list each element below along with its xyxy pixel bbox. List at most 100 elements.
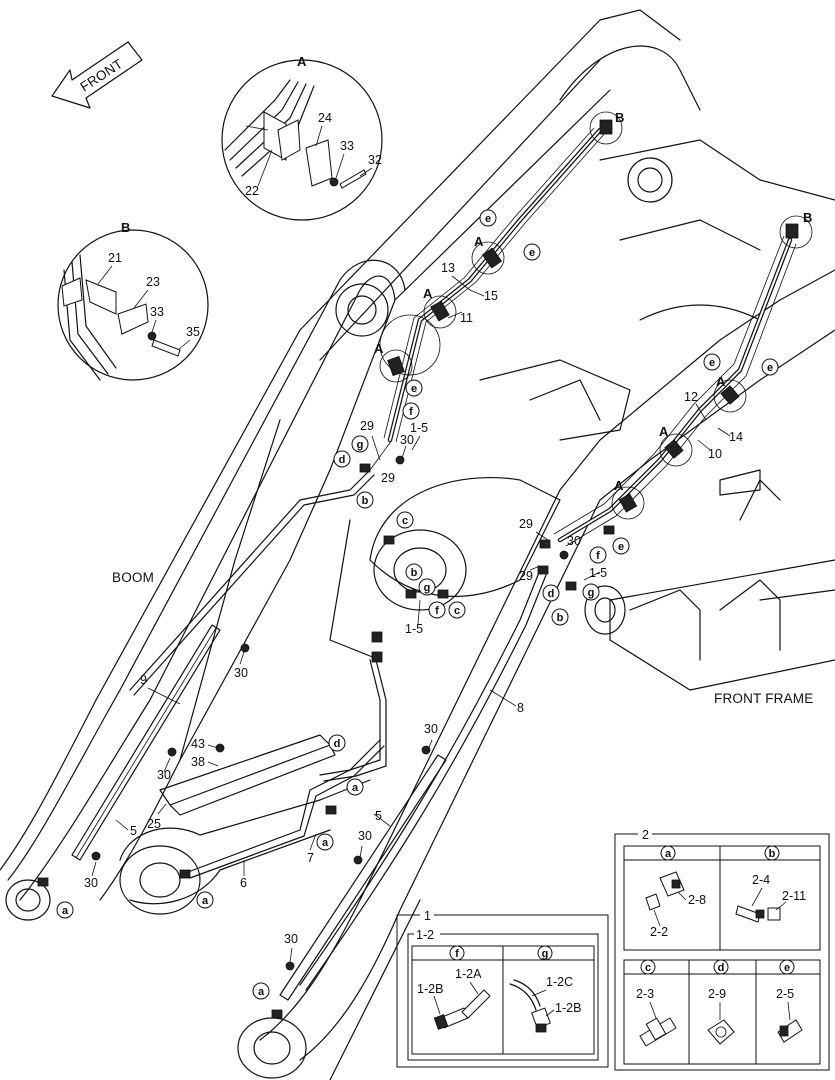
callout-8: 8 — [517, 701, 524, 715]
hose-bundle-frame — [553, 235, 797, 547]
callout-10: 10 — [708, 447, 722, 461]
callout-letter-b: b — [557, 612, 564, 624]
callout-29: 29 — [360, 419, 374, 433]
detail-a-part-32: 32 — [368, 153, 382, 167]
callout-letter-g: g — [357, 439, 364, 451]
callout-30: 30 — [424, 722, 438, 736]
callout-letter-c: c — [454, 605, 460, 617]
callout-13: 13 — [441, 261, 455, 275]
callout-9: 9 — [140, 673, 147, 687]
callout-11: 11 — [460, 311, 473, 325]
inset-2-cell-b-letter: b — [769, 848, 776, 860]
inset-2-cell-a-letter: a — [665, 848, 672, 860]
callout-30: 30 — [400, 433, 414, 447]
detail-b-part-33: 33 — [150, 305, 164, 319]
section-references: A A A A A A B B — [374, 110, 812, 493]
callout-30: 30 — [234, 666, 248, 680]
inset-1: 1 1-2 f g 1-2B 1-2A 1-2C 1-2B — [396, 909, 609, 1068]
boom-arm — [0, 9, 701, 921]
letter-callouts: e e e e e e f f f g g g d d d b b b c c … — [56, 209, 779, 1000]
ref-a: A — [423, 286, 433, 301]
callout-letter-a: a — [202, 895, 209, 907]
pipe-8 — [299, 569, 547, 991]
callout-letter-a: a — [322, 837, 329, 849]
pipe-5-right — [279, 754, 447, 1001]
ref-a: A — [659, 424, 669, 439]
callout-7: 7 — [307, 851, 314, 865]
inset-1-f-label-1-2a: 1-2A — [455, 967, 482, 981]
front-direction-arrow: FRONT — [51, 41, 143, 109]
detail-a-part-22: 22 — [245, 184, 259, 198]
inset-2-cell-d-letter: d — [718, 962, 725, 974]
detail-b-part-35: 35 — [186, 325, 200, 339]
ref-a: A — [474, 234, 484, 249]
hose-clamps — [387, 119, 799, 513]
detail-b-part-23: 23 — [146, 275, 160, 289]
callout-letter-e: e — [767, 362, 773, 374]
inset-1-g-label-1-2c: 1-2C — [546, 975, 573, 989]
callout-14: 14 — [729, 430, 743, 444]
detail-a-part-33: 33 — [340, 139, 354, 153]
ref-a: A — [614, 478, 624, 493]
lower-crossmember — [119, 734, 371, 915]
callout-12: 12 — [684, 390, 698, 404]
inset-2-a-label-2-8: 2-8 — [688, 893, 706, 907]
callout-5: 5 — [375, 809, 382, 823]
callout-letter-f: f — [435, 605, 439, 617]
inset-1-title: 1 — [424, 909, 431, 923]
front-frame — [584, 469, 835, 691]
callout-letter-a: a — [352, 782, 359, 794]
inset-2-d-label-2-9: 2-9 — [708, 987, 726, 1001]
callout-numbers: 13 15 11 29 30 1-5 29 12 14 10 29 30 29 … — [84, 261, 743, 946]
inset-2-b-label-2-11: 2-11 — [782, 889, 806, 903]
ref-a: A — [716, 374, 726, 389]
inset-2-c-label-2-3: 2-3 — [636, 987, 654, 1001]
callout-letter-f: f — [409, 406, 413, 418]
callout-30: 30 — [157, 768, 171, 782]
callout-letter-a: a — [258, 986, 265, 998]
callout-letter-d: d — [339, 454, 346, 466]
callout-30: 30 — [567, 534, 581, 548]
callout-29: 29 — [381, 471, 395, 485]
callout-15: 15 — [484, 289, 498, 303]
callout-6: 6 — [240, 876, 247, 890]
ref-b: B — [803, 210, 812, 225]
inset-1-f-label-1-2b: 1-2B — [417, 982, 443, 996]
inset-1-sub-title: 1-2 — [416, 928, 434, 942]
callout-38: 38 — [191, 755, 205, 769]
front-frame-label: FRONT FRAME — [714, 691, 813, 706]
callout-letter-c: c — [402, 515, 408, 527]
callout-letter-e: e — [709, 357, 715, 369]
fittings — [37, 455, 615, 1019]
callout-letter-d: d — [548, 588, 555, 600]
callout-29: 29 — [519, 569, 533, 583]
ref-a: A — [374, 341, 384, 356]
inset-1-cell-f-letter: f — [455, 948, 459, 960]
callout-1-5: 1-5 — [410, 421, 428, 435]
detail-b-letter: B — [121, 220, 130, 235]
detail-a-letter: A — [297, 54, 307, 69]
callout-letter-g: g — [424, 582, 431, 594]
callout-letter-b: b — [411, 567, 418, 579]
center-cylinder — [329, 359, 631, 661]
inset-1-cell-g-letter: g — [542, 948, 549, 960]
pipe-boom-upper — [129, 469, 375, 696]
pipe-5-left — [75, 627, 217, 859]
callout-letter-e: e — [529, 247, 535, 259]
pipe-6 — [187, 739, 385, 879]
callout-letter-e: e — [485, 213, 491, 225]
pipe-9 — [71, 624, 221, 861]
callout-letter-b: b — [362, 495, 369, 507]
callout-25: 25 — [147, 817, 161, 831]
inset-2-cell-c-letter: c — [645, 962, 651, 974]
callout-letter-d: d — [334, 738, 341, 750]
local-detail-circles — [379, 111, 813, 520]
inset-2-title: 2 — [642, 828, 649, 842]
callout-30: 30 — [284, 932, 298, 946]
callout-5: 5 — [130, 824, 137, 838]
callout-letter-g: g — [588, 587, 595, 599]
inset-2-b-label-2-4: 2-4 — [752, 873, 770, 887]
detail-b: B 21 23 33 35 — [57, 220, 209, 381]
boom-label: BOOM — [112, 570, 154, 585]
detail-a-part-24: 24 — [318, 111, 332, 125]
